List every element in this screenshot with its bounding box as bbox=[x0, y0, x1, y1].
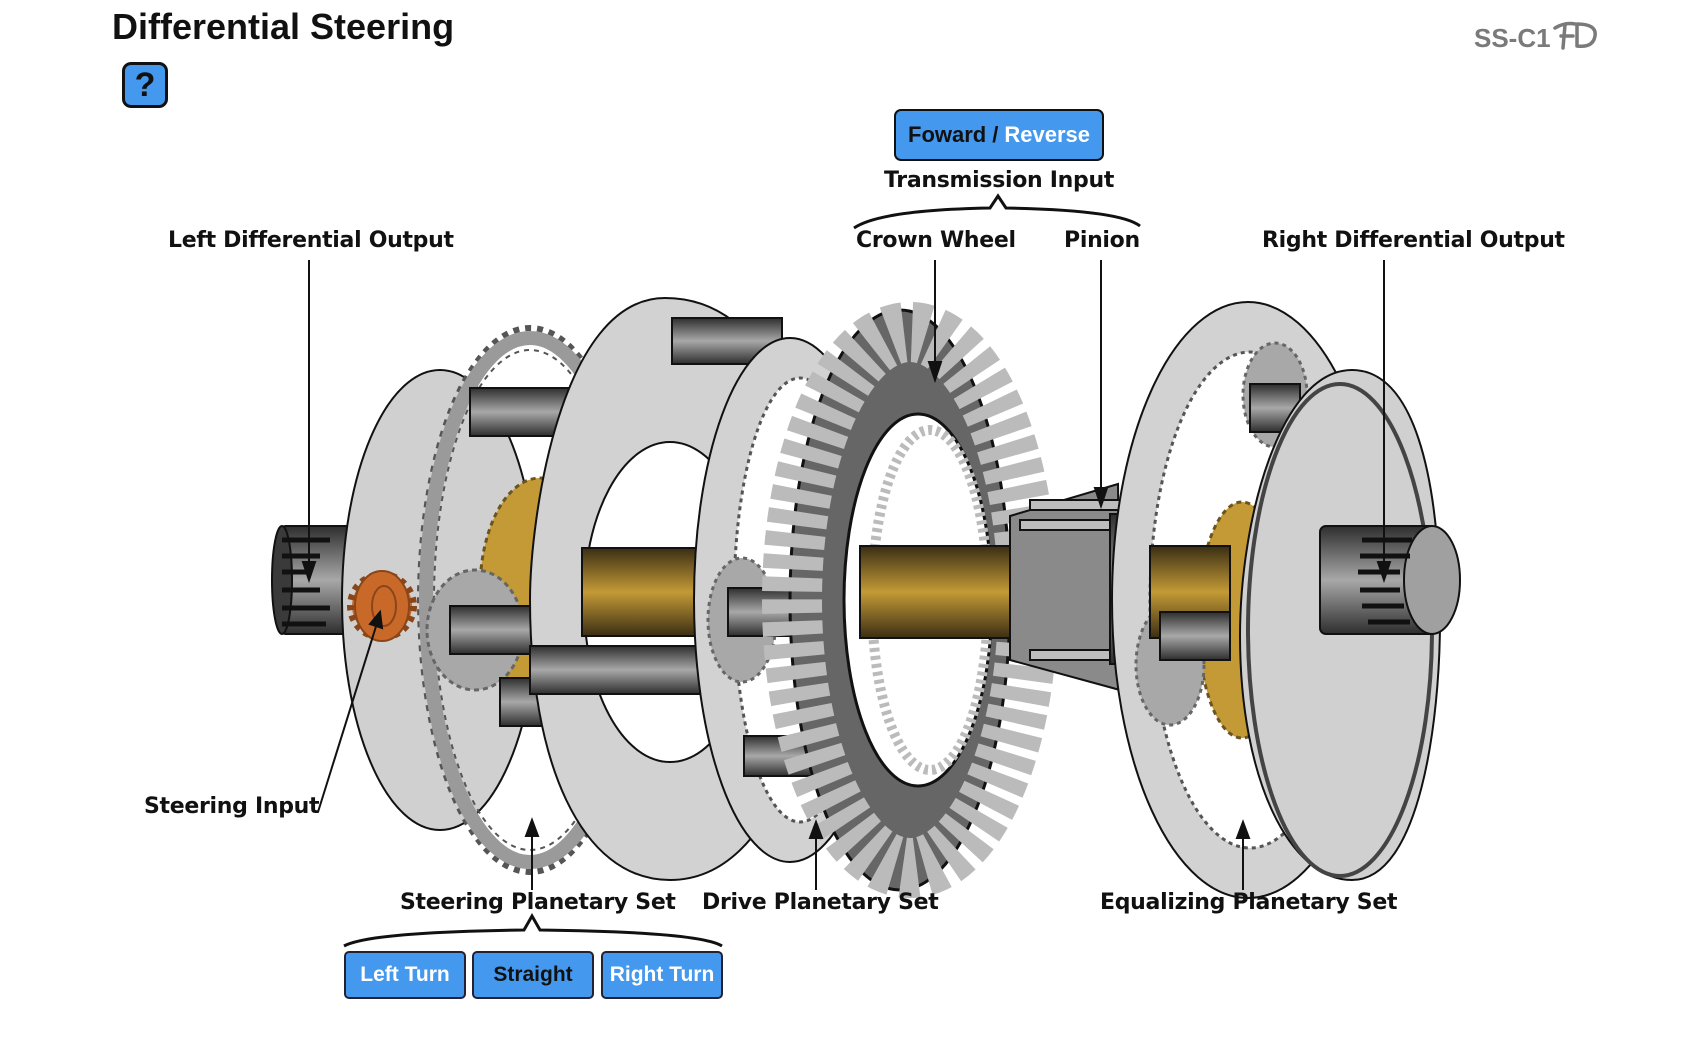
right-output-shaft bbox=[1319, 525, 1461, 635]
crown-wheel-label: Crown Wheel bbox=[856, 228, 1016, 253]
forward-reverse-button[interactable]: Foward / Reverse bbox=[894, 109, 1104, 161]
steering-input-label: Steering Input bbox=[144, 794, 320, 819]
steering-set-label: Steering Planetary Set bbox=[400, 890, 676, 915]
reverse-label: Reverse bbox=[1004, 122, 1090, 147]
logo-text: SS-C1 bbox=[1474, 23, 1551, 53]
pinion-label: Pinion bbox=[1064, 228, 1140, 253]
logo: SS-C1 bbox=[1474, 18, 1601, 54]
arrow-crown-wheel bbox=[927, 361, 943, 384]
crown-wheel bbox=[762, 302, 1058, 898]
forward-label: Foward bbox=[908, 122, 987, 147]
fd-logo-icon bbox=[1552, 21, 1597, 50]
steering-brace bbox=[343, 912, 723, 948]
right-output-label: Right Differential Output bbox=[1262, 228, 1565, 253]
transmission-brace bbox=[853, 193, 1141, 230]
leader-lines bbox=[301, 260, 1392, 890]
left-output-label: Left Differential Output bbox=[168, 228, 454, 253]
right-turn-button[interactable]: Right Turn bbox=[601, 951, 723, 999]
leader-steering-input bbox=[317, 619, 379, 813]
arrow-steering-input bbox=[368, 609, 384, 630]
drive-set-label: Drive Planetary Set bbox=[702, 890, 939, 915]
straight-button[interactable]: Straight bbox=[472, 951, 594, 999]
arrow-steering-set bbox=[524, 817, 540, 837]
separator: / bbox=[992, 122, 999, 147]
page-title: Differential Steering bbox=[112, 6, 455, 47]
arrow-equalizing-set bbox=[1235, 819, 1251, 839]
arrow-drive-set bbox=[808, 819, 824, 839]
help-button[interactable]: ? bbox=[122, 62, 168, 108]
arrow-right-output bbox=[1376, 561, 1392, 584]
equalizing-set-label: Equalizing Planetary Set bbox=[1100, 890, 1398, 915]
transmission-input-label: Transmission Input bbox=[884, 168, 1115, 193]
left-turn-button[interactable]: Left Turn bbox=[344, 951, 466, 999]
steering-input-gear bbox=[347, 570, 417, 642]
arrow-pinion bbox=[1093, 487, 1109, 510]
arrow-left-output bbox=[301, 561, 317, 584]
